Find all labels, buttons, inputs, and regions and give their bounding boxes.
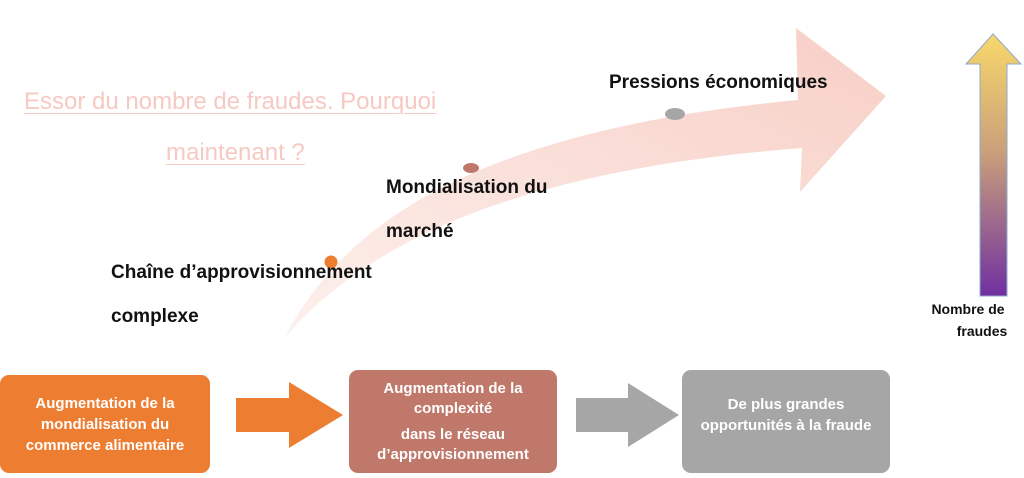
flow-box-1-line-2: mondialisation du	[40, 415, 170, 433]
flow-arrow-orange	[236, 382, 343, 448]
diagram-title-line-2: maintenant ?	[166, 139, 305, 166]
flow-box-fraud-opportunities: De plus grandes opportunités à la fraude	[682, 370, 890, 473]
stage-label-globalisation: Mondialisation du marché	[386, 166, 548, 254]
flow-box-2-line-2: complexité	[413, 399, 493, 417]
stage-label-economic-pressure: Pressions économiques	[609, 61, 828, 105]
flow-box-2-line-1: Augmentation de la	[383, 379, 523, 397]
stage-label-supply-chain: Chaîne d’approvisionnement complexe	[111, 251, 372, 339]
stage-label-supply-chain-line-2: complexe	[111, 306, 199, 327]
flow-box-3-line-1: De plus grandes	[727, 396, 845, 413]
curved-growth-arrow	[285, 28, 886, 337]
flow-box-3-line-2: opportunités à la fraude	[700, 417, 872, 434]
stage-dot-globalisation	[463, 163, 479, 173]
flow-box-2-line-3: dans le réseau	[400, 425, 506, 443]
diagram-title-line-1: Essor du nombre de fraudes. Pourquoi	[24, 88, 437, 115]
stage-dot-supply-chain	[324, 255, 338, 269]
flow-box-1-line-3: commerce alimentaire	[25, 436, 185, 454]
flow-box-1-line-1: Augmentation de la	[35, 394, 175, 412]
vertical-indicator-label-line-1: Nombre de	[931, 301, 1005, 317]
stage-label-supply-chain-line-1: Chaîne d’approvisionnement	[111, 262, 372, 283]
flow-arrow-gray	[576, 383, 679, 447]
vertical-fraud-arrow	[964, 33, 1023, 297]
stage-dot-economic-pressure	[665, 108, 685, 120]
flow-box-2-line-4: d’approvisionnement	[377, 445, 529, 463]
flow-box-food-trade-globalisation: Augmentation de la mondialisation du com…	[0, 375, 210, 473]
stage-label-globalisation-line-1: Mondialisation du	[386, 177, 548, 198]
vertical-indicator-label: Nombre de fraudes	[916, 298, 1020, 342]
stage-label-globalisation-line-2: marché	[386, 221, 454, 242]
stage-label-economic-pressure-line-1: Pressions économiques	[609, 72, 828, 93]
vertical-indicator-label-line-2: fraudes	[956, 323, 1008, 339]
flow-box-supply-network-complexity: Augmentation de la complexité dans le ré…	[349, 370, 557, 473]
